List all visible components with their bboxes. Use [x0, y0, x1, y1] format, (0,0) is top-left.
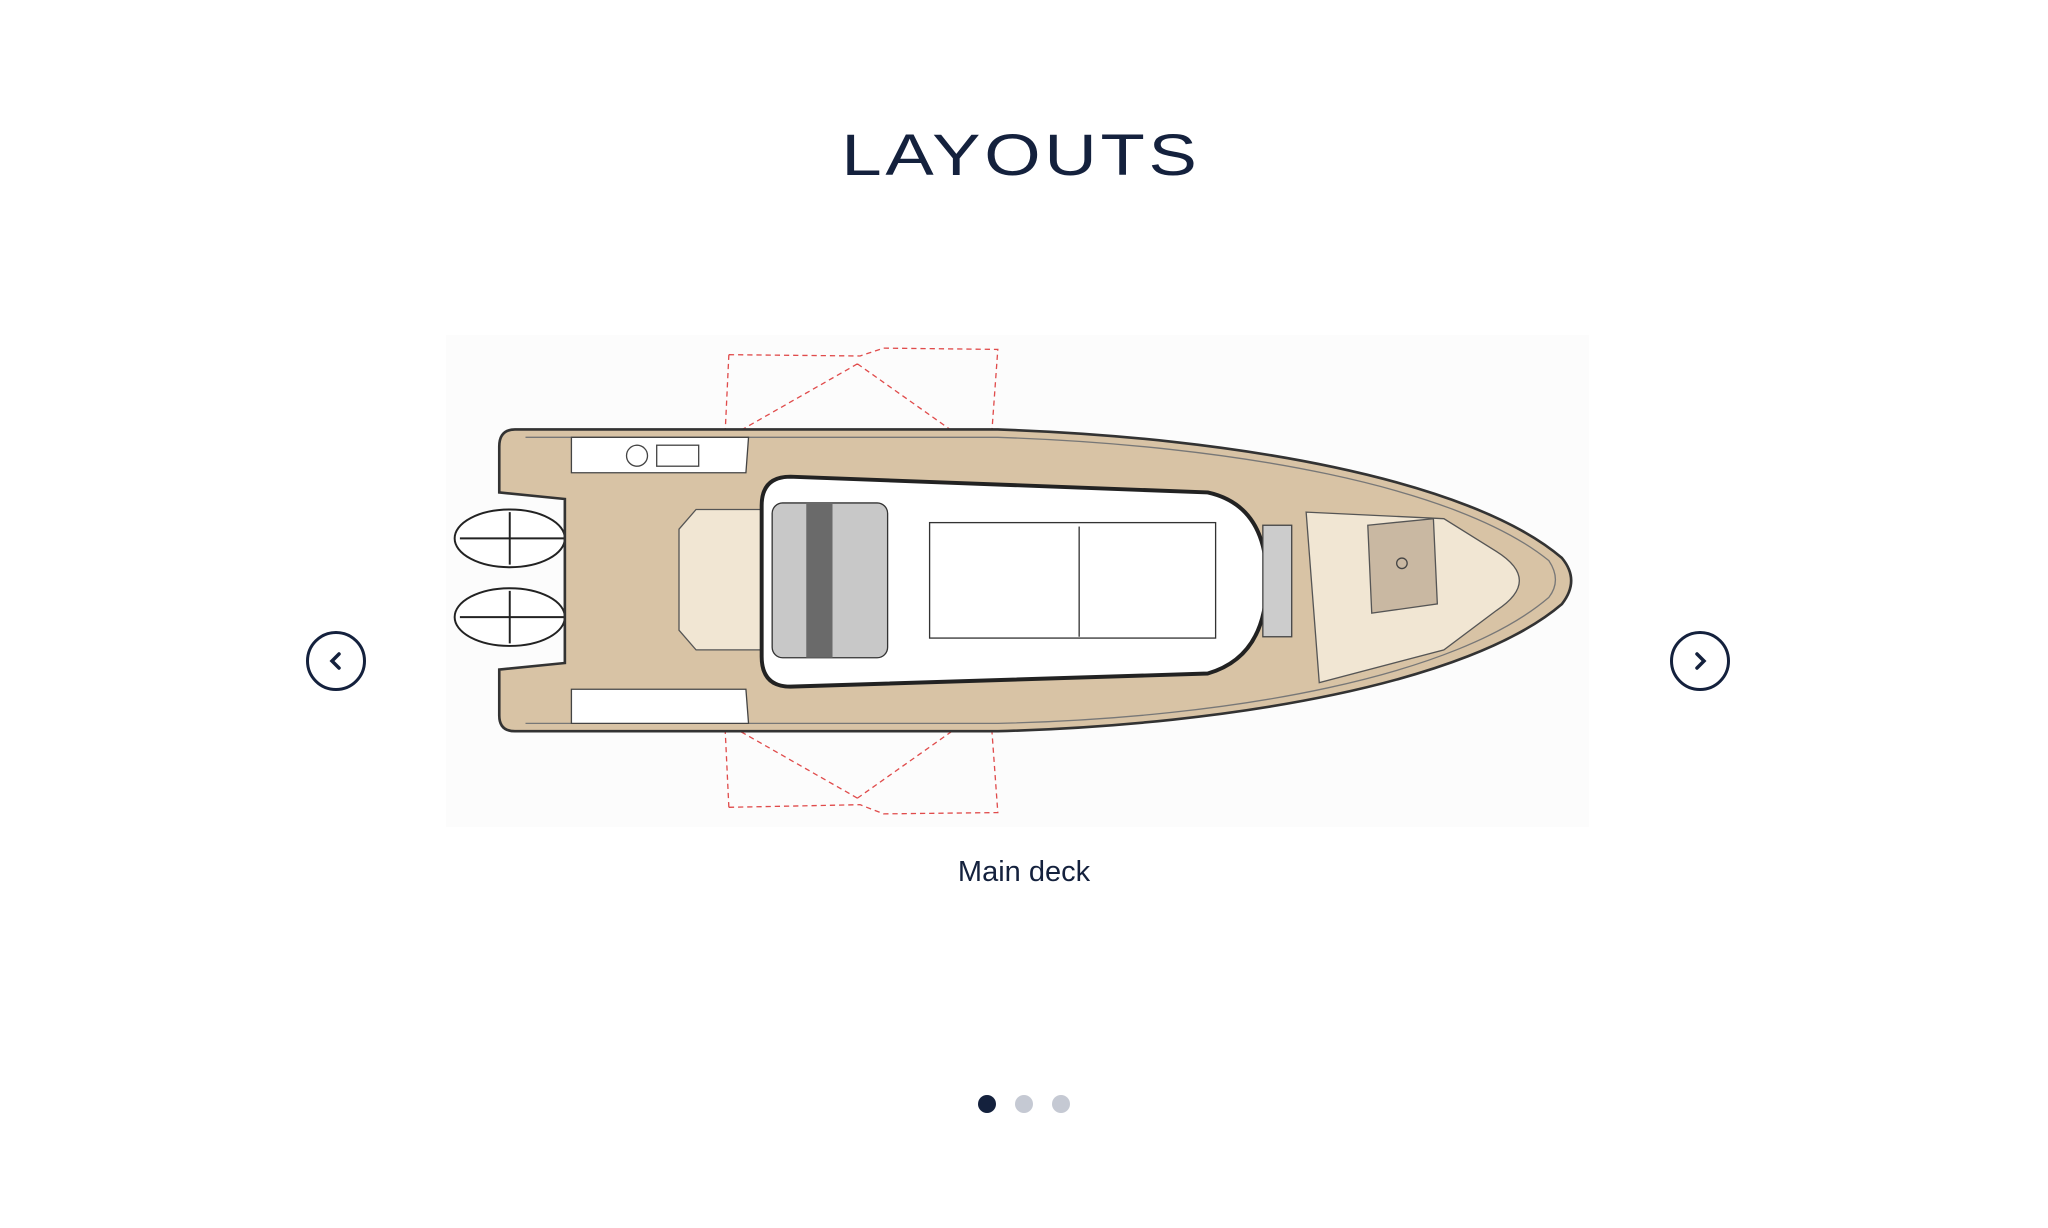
section-title: LAYOUTS [841, 123, 1201, 188]
boat-deck-plan [453, 347, 1573, 815]
chevron-left-icon [329, 652, 341, 670]
previous-slide-button[interactable] [306, 631, 366, 691]
carousel-pagination [0, 1095, 2048, 1113]
outboard-engines [453, 508, 568, 647]
door-swing-lines [724, 347, 999, 815]
layout-image-main-deck [446, 335, 1589, 827]
next-slide-button[interactable] [1670, 631, 1730, 691]
pagination-dot-2[interactable] [1015, 1095, 1033, 1113]
pagination-dot-3[interactable] [1052, 1095, 1070, 1113]
pagination-dot-1[interactable] [978, 1095, 996, 1113]
slide-caption: Main deck [957, 856, 1091, 888]
chevron-right-icon [1695, 652, 1707, 670]
